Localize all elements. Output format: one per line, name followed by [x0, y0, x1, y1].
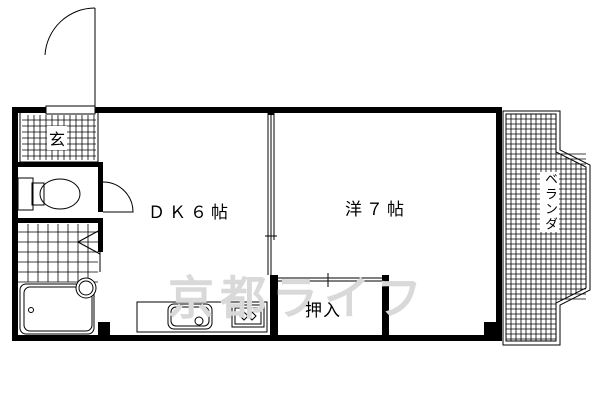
- toilet: [17, 177, 134, 213]
- kitchen-counter: [136, 301, 268, 333]
- closet: [275, 273, 385, 287]
- closet-label: 押入: [305, 301, 341, 321]
- entrance-tiles: [22, 115, 96, 160]
- balcony-grid-h: [506, 118, 586, 340]
- balcony-label: ベランダ: [540, 172, 559, 232]
- balcony: [502, 110, 591, 346]
- entrance-label: 玄: [47, 126, 68, 150]
- western-room-label: 洋７帖: [345, 200, 408, 220]
- bath-tiles: [18, 224, 98, 283]
- entrance-door: [44, 7, 96, 110]
- bath-and-shower: [19, 229, 101, 335]
- walls: [12, 107, 502, 341]
- watermark: 京都ライフ: [168, 271, 428, 325]
- dk-room-label: ＤＫ６帖: [148, 203, 232, 223]
- sliding-partition: [265, 113, 277, 275]
